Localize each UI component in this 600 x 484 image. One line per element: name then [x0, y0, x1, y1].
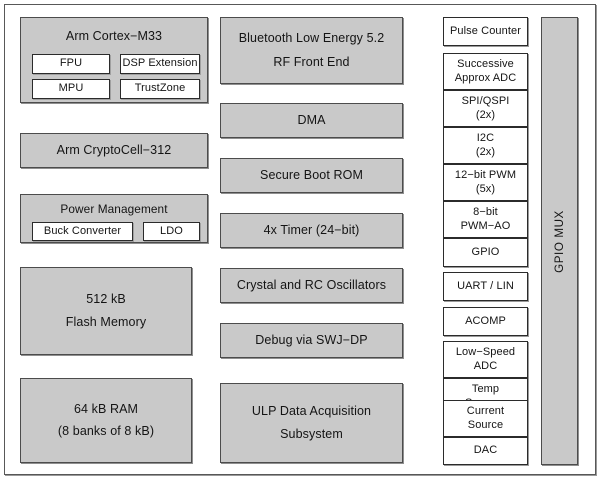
- peripheral-label-spi-qspi-line1: SPI/QSPI: [461, 94, 510, 107]
- block-label-flash-name: Flash Memory: [65, 314, 147, 329]
- block-label-ulp-line1: ULP Data Acquisition: [251, 403, 372, 418]
- subblock-mpu[interactable]: MPU: [32, 79, 110, 99]
- peripheral-label-current-source-line1: Current: [466, 404, 505, 417]
- peripheral-label-temp-sensors-line1: Temp: [471, 382, 500, 395]
- block-pulse-counter[interactable]: Pulse Counter: [443, 17, 528, 46]
- subblock-trustzone[interactable]: TrustZone: [120, 79, 200, 99]
- block-uart-lin[interactable]: UART / LIN: [443, 272, 528, 301]
- block-label-ram-banks: (8 banks of 8 kB): [57, 424, 155, 438]
- peripheral-label-gpio-line1: GPIO: [471, 245, 500, 258]
- block-power-management[interactable]: Power Management Buck Converter LDO: [20, 194, 208, 243]
- peripheral-label-8bit-pwm-ao-line2: PWM−AO: [460, 219, 511, 232]
- block-label-flash-size: 512 kB: [86, 292, 126, 306]
- block-timer[interactable]: 4x Timer (24−bit): [220, 213, 403, 248]
- block-dma[interactable]: DMA: [220, 103, 403, 138]
- block-arm-cryptocell-312[interactable]: Arm CryptoCell−312: [20, 133, 208, 168]
- peripheral-label-12bit-pwm-line2: (5x): [475, 182, 496, 195]
- peripheral-label-12bit-pwm-line1: 12−bit PWM: [454, 168, 517, 181]
- block-crystal-rc-oscillators[interactable]: Crystal and RC Oscillators: [220, 268, 403, 303]
- peripheral-label-sar-adc-line1: Successive: [457, 57, 514, 70]
- block-label-debug: Debug via SWJ−DP: [255, 332, 368, 347]
- block-bluetooth-low-energy-rf-front-end[interactable]: Bluetooth Low Energy 5.2 RF Front End: [220, 17, 403, 84]
- block-secure-boot-rom[interactable]: Secure Boot ROM: [220, 158, 403, 193]
- block-dac[interactable]: DAC: [443, 437, 528, 465]
- block-label-oscillators: Crystal and RC Oscillators: [236, 277, 387, 292]
- block-12-bit-pwm[interactable]: 12−bit PWM (5x): [443, 164, 528, 201]
- block-arm-cortex-m33[interactable]: Arm Cortex−M33 FPU DSP Extension MPU Tru…: [20, 17, 208, 103]
- block-label-ble-line2: RF Front End: [273, 54, 350, 69]
- peripheral-label-sar-adc-line2: Approx ADC: [454, 71, 517, 84]
- block-ulp-data-acquisition-subsystem[interactable]: ULP Data Acquisition Subsystem: [220, 383, 403, 463]
- peripheral-label-i2c-line1: I2C: [476, 131, 495, 144]
- peripheral-label-current-source-line2: Source: [467, 418, 504, 431]
- peripheral-label-low-speed-adc-line2: ADC: [473, 359, 498, 372]
- block-title-power-management: Power Management: [60, 202, 168, 216]
- block-label-secure-boot-rom: Secure Boot ROM: [260, 167, 363, 182]
- block-debug-swj-dp[interactable]: Debug via SWJ−DP: [220, 323, 403, 358]
- peripheral-label-uart-lin-line1: UART / LIN: [457, 279, 514, 292]
- block-label-gpio-mux: GPIO MUX: [553, 209, 566, 273]
- peripheral-label-acomp-line1: ACOMP: [465, 314, 506, 327]
- peripheral-label-8bit-pwm-ao-line1: 8−bit: [473, 205, 498, 218]
- peripheral-label-low-speed-adc-line1: Low−Speed: [455, 345, 516, 358]
- subblock-buck-converter[interactable]: Buck Converter: [32, 222, 133, 241]
- block-successive-approx-adc[interactable]: Successive Approx ADC: [443, 53, 528, 90]
- block-label-cryptocell: Arm CryptoCell−312: [56, 142, 172, 157]
- block-acomp[interactable]: ACOMP: [443, 307, 528, 336]
- block-label-ram-size: 64 kB RAM: [73, 401, 139, 416]
- peripheral-label-spi-qspi-line2: (2x): [475, 108, 496, 121]
- subblock-dsp-extension[interactable]: DSP Extension: [120, 54, 200, 74]
- block-ram[interactable]: 64 kB RAM (8 banks of 8 kB): [20, 378, 192, 463]
- subblock-ldo[interactable]: LDO: [143, 222, 200, 241]
- block-gpio-mux[interactable]: GPIO MUX: [541, 17, 578, 465]
- block-title-cortex: Arm Cortex−M33: [65, 29, 163, 43]
- peripheral-label-dac-line1: DAC: [473, 444, 498, 457]
- block-label-dma: DMA: [297, 112, 326, 127]
- block-8-bit-pwm-ao[interactable]: 8−bit PWM−AO: [443, 201, 528, 238]
- block-label-ulp-line2: Subsystem: [280, 427, 343, 441]
- block-label-timer: 4x Timer (24−bit): [263, 222, 360, 237]
- block-flash-memory[interactable]: 512 kB Flash Memory: [20, 267, 192, 355]
- block-current-source[interactable]: Current Source: [443, 400, 528, 437]
- subblock-fpu[interactable]: FPU: [32, 54, 110, 74]
- block-gpio[interactable]: GPIO: [443, 238, 528, 267]
- peripheral-label-i2c-line2: (2x): [475, 145, 496, 158]
- block-low-speed-adc[interactable]: Low−Speed ADC: [443, 341, 528, 378]
- block-i2c[interactable]: I2C (2x): [443, 127, 528, 164]
- block-spi-qspi[interactable]: SPI/QSPI (2x): [443, 90, 528, 127]
- block-label-ble-line1: Bluetooth Low Energy 5.2: [238, 31, 385, 45]
- peripheral-label-pulse-counter-line1: Pulse Counter: [449, 24, 521, 37]
